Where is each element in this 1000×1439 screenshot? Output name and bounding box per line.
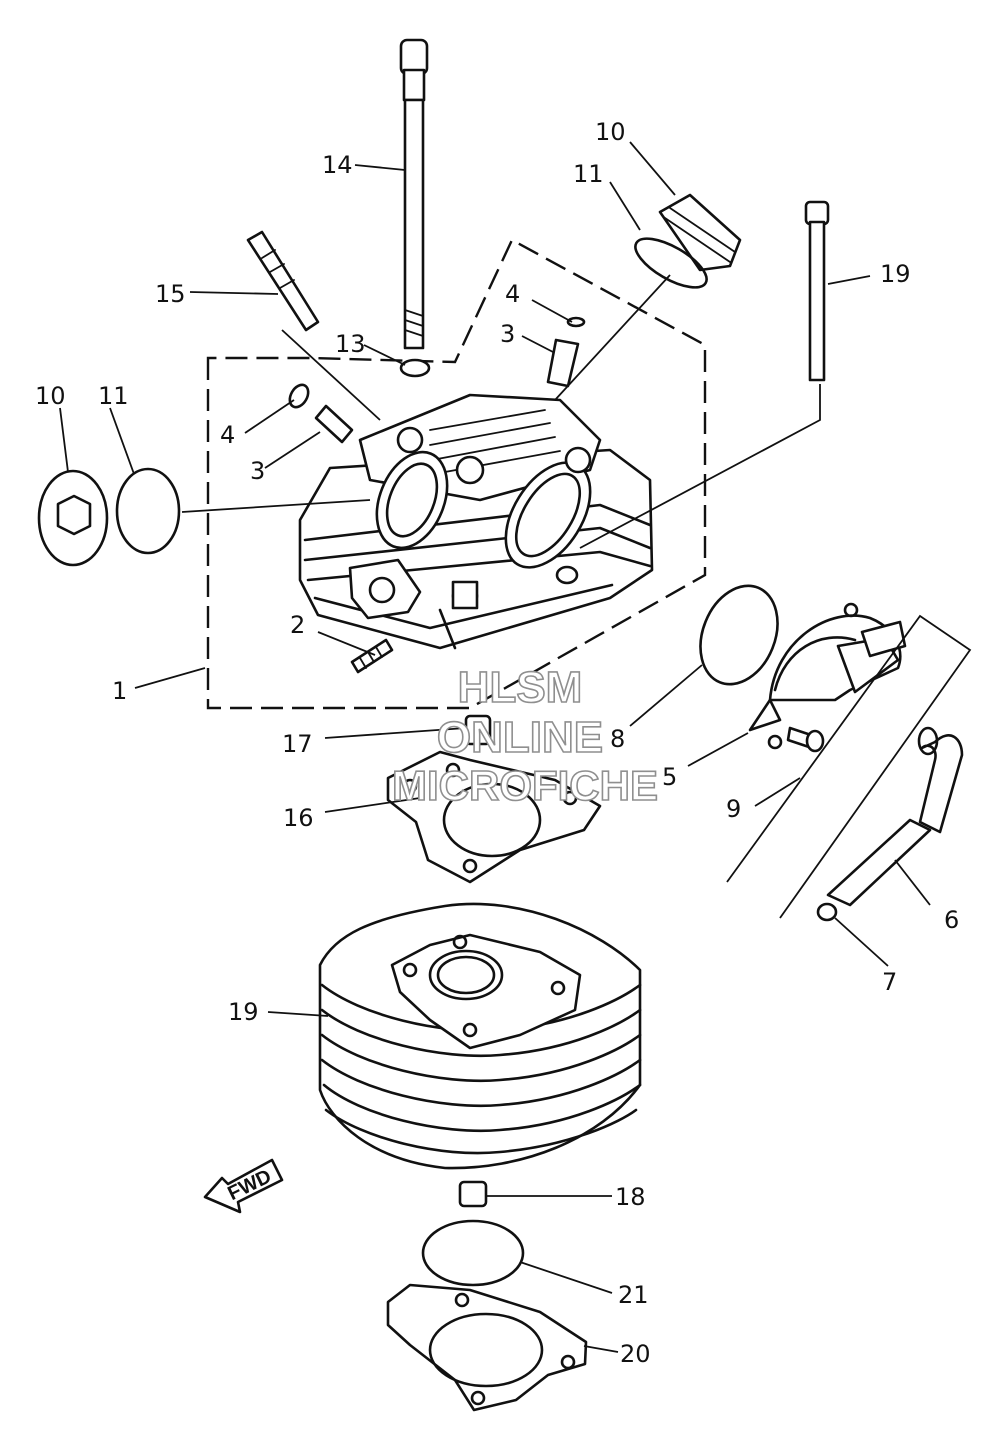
stud-2 <box>350 638 394 674</box>
callout-1: 1 <box>112 677 127 705</box>
callout-16: 17 <box>282 730 313 758</box>
callout-5: 5 <box>662 763 677 791</box>
breather-hose <box>816 726 964 922</box>
callouts: 14 15 13 4 3 10 11 10 11 4 3 19 2 1 17 8… <box>35 118 959 1368</box>
o-ring-8 <box>699 584 779 686</box>
hose-kit-outline <box>726 614 972 919</box>
callout-12: 13 <box>335 330 366 358</box>
callout-4-left: 4 <box>220 421 235 449</box>
callout-7: 7 <box>882 968 897 996</box>
callout-19: 19 <box>228 998 259 1026</box>
insert-3-left <box>314 404 354 444</box>
cap-10-top <box>658 193 742 272</box>
watermark: HLSM ONLINE MICROFICHE <box>391 662 659 810</box>
stud-bolt-13 <box>399 38 429 350</box>
bolt-9 <box>786 726 825 753</box>
head-assembly-outline <box>206 238 707 710</box>
callout-3-left: 3 <box>250 457 265 485</box>
callout-3-right: 3 <box>500 320 515 348</box>
callout-14: 15 <box>155 280 186 308</box>
o-ring-11-left <box>115 467 181 555</box>
leader-lines <box>59 141 931 1353</box>
callout-10-left: 10 <box>35 382 66 410</box>
spark-plug-14 <box>246 230 320 332</box>
callout-13: 14 <box>322 151 353 179</box>
callout-10-top: 10 <box>595 118 626 146</box>
o-ring-4-right <box>566 316 586 328</box>
callout-8: 8 <box>610 725 625 753</box>
callout-15: 16 <box>283 804 314 832</box>
callout-11-left: 11 <box>98 382 129 410</box>
o-ring-11-top <box>634 237 708 289</box>
stud-bolt-18 <box>804 200 830 382</box>
dowel-17 <box>458 1180 488 1208</box>
washer-12 <box>399 358 431 378</box>
callout-21: 21 <box>618 1281 649 1309</box>
head-gasket-15 <box>386 750 602 884</box>
fwd-arrow-icon: FWD <box>203 1158 284 1214</box>
callout-2: 2 <box>290 611 305 639</box>
callout-6: 6 <box>944 906 959 934</box>
watermark-line3: MICROFICHE <box>392 762 658 809</box>
callout-17: 18 <box>615 1183 646 1211</box>
o-ring-4-left <box>288 383 310 409</box>
watermark-line1: HLSM <box>458 663 583 712</box>
dowel-16 <box>464 714 492 746</box>
callout-20: 20 <box>620 1340 651 1368</box>
cylinder-head <box>298 393 654 650</box>
cylinder-19 <box>318 902 642 1170</box>
callout-11-top: 11 <box>573 160 604 188</box>
callout-9: 9 <box>726 795 741 823</box>
base-gasket-20 <box>386 1283 588 1412</box>
callout-4-right: 4 <box>505 280 520 308</box>
cap-10-left <box>37 469 109 567</box>
o-ring-21 <box>421 1219 525 1287</box>
callout-18: 19 <box>880 260 911 288</box>
watermark-line2: ONLINE <box>437 713 603 762</box>
cam-cover <box>748 602 907 750</box>
